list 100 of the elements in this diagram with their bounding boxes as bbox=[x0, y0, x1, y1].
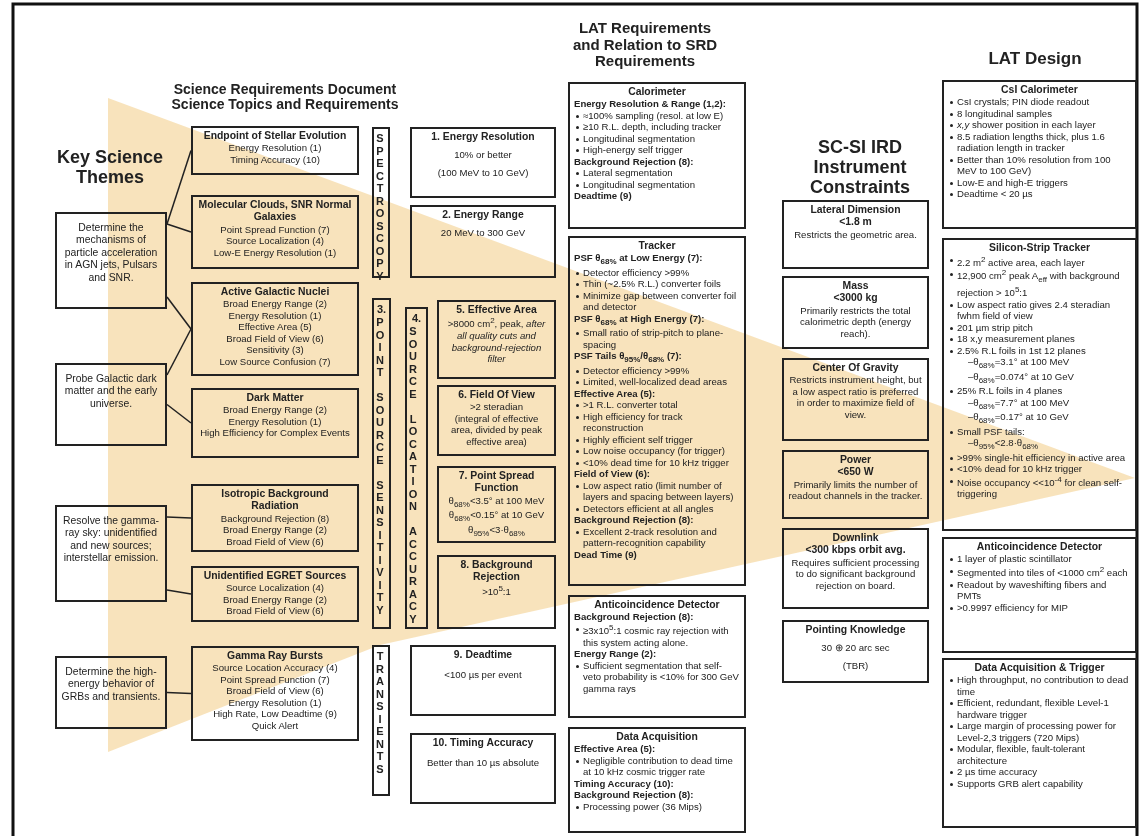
category-number: 4. bbox=[410, 312, 423, 326]
box-text: Primarily restricts the total calorimetric depth (energy reach). bbox=[799, 304, 912, 340]
requirement-box bbox=[437, 466, 556, 543]
requirement-box bbox=[410, 733, 556, 804]
box-title: Unidentified EGRET Sources bbox=[202, 570, 348, 583]
bullet-text: 2.5% R.L foils in 1st 12 planes bbox=[957, 344, 1086, 356]
bullet-subitem: –θ$_{68%}$=7.7° at 100 MeV bbox=[967, 396, 1071, 412]
box-title: 10. Timing Accuracy bbox=[431, 737, 535, 750]
category-label: SPECTROSCOPY bbox=[374, 132, 385, 282]
box-text: Sensitivity (3) bbox=[245, 344, 305, 356]
section-heading: Background Rejection (8): bbox=[574, 514, 695, 526]
box-title: 5. Effective Area bbox=[455, 304, 538, 317]
box-title: Pointing Knowledge bbox=[804, 624, 907, 637]
box-title: Anticoincidence Detector bbox=[975, 541, 1104, 554]
bullet-text: Detector efficiency >99% bbox=[583, 365, 690, 376]
bullet-text: 8 longitudinal samples bbox=[957, 108, 1052, 119]
box-text: Broad Field of View (6) bbox=[225, 535, 325, 548]
category-label: TRANSIENTS bbox=[374, 650, 385, 775]
box-title: Data Acquisition & Trigger bbox=[973, 662, 1106, 675]
box-text: Energy Resolution (1) bbox=[227, 416, 323, 428]
box-text: Point Spread Function (7) bbox=[219, 674, 331, 686]
box-title: 9. Deadtime bbox=[452, 649, 514, 662]
bullet-text: Low aspect ratio (limit number of layers and spacing between layers) bbox=[583, 480, 734, 503]
box-title: Endpoint of Stellar Evolution bbox=[202, 130, 348, 143]
column-heading: Key Science Themes bbox=[55, 148, 165, 188]
requirement-box bbox=[782, 620, 929, 683]
connector-line bbox=[166, 691, 192, 695]
bullet-text: >99% single-hit efficiency in active area bbox=[957, 451, 1126, 463]
bullet-text: High efficiency for track reconstruction bbox=[583, 411, 683, 434]
box-text: θ$_{68%}$<0.15° at 10 GeV bbox=[447, 509, 546, 524]
category-number: 3. bbox=[375, 303, 388, 317]
bullet-text: Small ratio of strip-pitch to plane-spacing bbox=[583, 327, 724, 350]
requirement-box bbox=[568, 236, 746, 586]
box-text: Requires sufficient processing to do significant background rejection on board. bbox=[790, 556, 921, 592]
box-text: Low-E Energy Resolution (1) bbox=[212, 246, 338, 259]
bullet-text: Detector efficiency >99% bbox=[583, 267, 690, 278]
box-text: Energy Resolution (1) bbox=[227, 697, 323, 709]
bullet-text: >0.9997 efficiency for MIP bbox=[957, 601, 1068, 613]
bullet-text: 2.2 m$^{2}$ active area, each layer bbox=[957, 256, 1085, 268]
box-title: 8. Background Rejection bbox=[459, 559, 534, 584]
bullet-text: <10% dead time for 10 kHz trigger bbox=[583, 457, 729, 468]
box-title: Anticoincidence Detector bbox=[593, 599, 721, 612]
bullet-text: Low aspect ratio gives 2.4 steradian fwhm field of view bbox=[957, 298, 1111, 322]
box-text: Timing Accuracy (10) bbox=[229, 154, 321, 166]
column-heading: SC-SI IRD Instrument Constraints bbox=[809, 138, 911, 198]
box-title: <300 kbps orbit avg. bbox=[804, 544, 907, 557]
section-heading: PSF θ$_{68%}$ at High Energy (7): bbox=[574, 313, 706, 328]
box-text: Broad Field of View (6) bbox=[225, 333, 325, 345]
box-title: Data Acquisition bbox=[615, 731, 699, 744]
box-text: Restricts the geometric area. bbox=[793, 228, 918, 241]
box-title: 7. Point Spread Function bbox=[457, 470, 536, 495]
bullet-text: 2 µs time accuracy bbox=[957, 766, 1038, 778]
box-text: θ$_{95%}$<3·θ$_{68%}$ bbox=[467, 523, 526, 539]
requirement-box bbox=[437, 555, 556, 629]
category-box bbox=[372, 298, 391, 629]
requirement-box bbox=[410, 205, 556, 278]
section-heading: Effective Area (5): bbox=[574, 388, 657, 400]
box-title: Lateral Dimension bbox=[809, 204, 902, 217]
bullet-text: Deadtime < 20 µs bbox=[957, 188, 1033, 200]
box-title: 2. Energy Range bbox=[441, 209, 525, 222]
requirement-box bbox=[191, 388, 359, 458]
bullet-text: ≈100% sampling (resol. at low E) bbox=[583, 110, 724, 121]
bullet-text: 25% R.L foils in 4 planes bbox=[957, 385, 1063, 397]
requirement-box bbox=[942, 658, 1137, 828]
bullet-text: CsI crystals; PIN diode readout bbox=[957, 96, 1090, 108]
box-text: Broad Energy Range (2) bbox=[222, 524, 328, 536]
box-title: Molecular Clouds, SNR Normal Galaxies bbox=[197, 199, 353, 224]
requirement-box bbox=[191, 282, 359, 376]
box-text: Source Location Accuracy (4) bbox=[211, 662, 339, 674]
bullet-text: Readout by waveshifting fibers and PMTs bbox=[957, 578, 1107, 602]
requirement-box bbox=[782, 200, 929, 269]
box-title: Tracker bbox=[637, 240, 677, 253]
bullet-text: Longitudinal segmentation bbox=[583, 133, 695, 144]
requirement-box bbox=[782, 450, 929, 519]
section-heading: Dead Time (9) bbox=[574, 549, 638, 561]
column-heading: Science Requirements Document Science Topics and Requirements bbox=[170, 82, 400, 113]
theme-box bbox=[55, 656, 167, 729]
box-text: Restricts instrument height, but a low aspect ratio is preferred in order to maximize field of view. bbox=[788, 374, 923, 421]
requirement-box bbox=[191, 126, 359, 175]
box-title: <650 W bbox=[836, 466, 875, 479]
box-title: Power bbox=[838, 454, 873, 467]
bullet-text: Longitudinal segmentation bbox=[583, 179, 695, 190]
requirement-box bbox=[191, 646, 359, 741]
box-text: 10% or better bbox=[453, 149, 513, 161]
box-text: >2 steradian bbox=[468, 401, 525, 413]
bullet-text: High-energy self trigger bbox=[583, 144, 683, 156]
connector-line bbox=[166, 296, 192, 330]
box-text: θ$_{68%}$<3.5° at 100 MeV bbox=[447, 494, 546, 510]
box-title: <3000 kg bbox=[832, 292, 879, 305]
bullet-text: Small PSF tails: bbox=[957, 425, 1025, 437]
box-text: Probe Galactic dark matter and the early universe. bbox=[63, 373, 159, 411]
section-heading: Effective Area (5): bbox=[574, 743, 657, 755]
connector-line bbox=[166, 403, 192, 424]
box-text: <100 µs per event bbox=[443, 669, 523, 681]
bullet-subitem: –θ$_{68%}$=0.17° at 10 GeV bbox=[967, 411, 1070, 426]
box-text: 20 MeV to 300 GeV bbox=[439, 227, 527, 239]
box-text: Broad Energy Range (2) bbox=[222, 594, 328, 606]
section-heading: Energy Range (2): bbox=[574, 648, 658, 660]
box-text: High Rate, Low Deadtime (9) bbox=[212, 708, 338, 720]
bullet-subitem: –θ$_{68%}$=0.074° at 10 GeV bbox=[967, 370, 1075, 386]
